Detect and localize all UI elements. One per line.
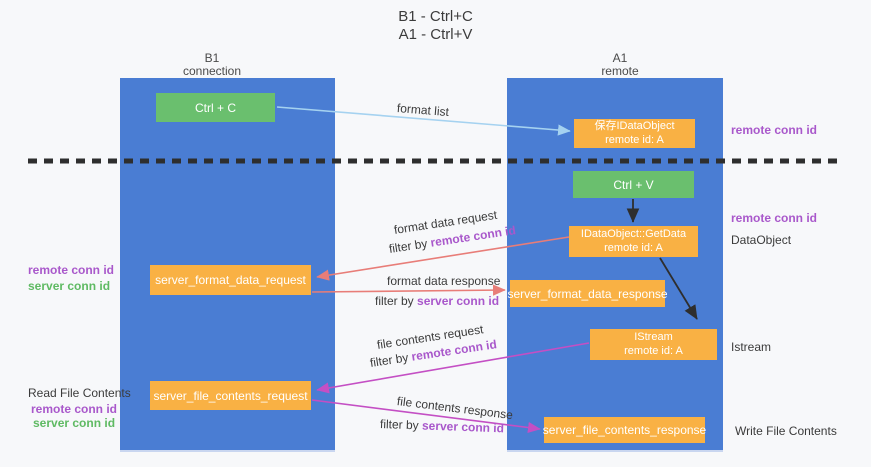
node-save-idataobject: 保存IDataObject remote id: A — [574, 119, 695, 148]
filter-by-text: filter by — [375, 294, 418, 308]
ctrl-c-label: Ctrl + C — [194, 100, 236, 115]
label-istream-side: Istream — [731, 340, 772, 354]
server-conn-id-highlight: server conn id — [421, 418, 505, 436]
label-file-response-filter: filter by server conn id — [380, 417, 504, 435]
node-server-file-contents-response: server_file_contents_response — [542, 417, 707, 443]
server-format-data-request-label: server_format_data_request — [155, 273, 306, 287]
lane-a1-name: A1 — [612, 51, 628, 65]
lane-header-b1: B1 connection — [152, 52, 272, 78]
label-remote-conn-id-mid-right: remote conn id — [731, 211, 818, 225]
label-remote-conn-id-left-2: remote conn id — [31, 402, 118, 416]
label-read-file-contents: Read File Contents — [28, 386, 131, 400]
filter-by-text: filter by — [379, 417, 423, 433]
title-line-2: A1 - Ctrl+V — [398, 26, 473, 43]
lane-b1-name: B1 — [204, 51, 220, 65]
format-data-response-arrow — [311, 284, 506, 296]
label-server-conn-id-left: server conn id — [28, 279, 111, 293]
ctrl-v-label: Ctrl + V — [613, 177, 654, 192]
getdata-line2: remote id: A — [604, 241, 663, 254]
server-format-data-response-label: server_format_data_response — [507, 286, 668, 301]
lane-b1-sub: connection — [182, 64, 242, 78]
label-format-data-response: format data response — [387, 274, 501, 288]
lane-a1-sub: remote — [601, 64, 639, 78]
server-file-contents-request-label: server_file_contents_request — [153, 388, 308, 403]
server-conn-id-highlight: server conn id — [417, 294, 500, 308]
node-ctrl-v: Ctrl + V — [573, 171, 694, 198]
filter-by-text: filter by — [387, 235, 432, 256]
label-dataobject: DataObject — [731, 233, 792, 247]
title-line-1: B1 - Ctrl+C — [398, 8, 473, 25]
istream-line1: IStream — [634, 331, 673, 343]
save-idataobject-line1: 保存IDataObject — [594, 120, 675, 132]
node-server-format-data-request: server_format_data_request — [150, 265, 311, 295]
label-format-response-filter: filter by server conn id — [375, 294, 499, 308]
label-server-conn-id-left-2: server conn id — [33, 416, 116, 430]
node-ctrl-c: Ctrl + C — [156, 93, 275, 122]
node-server-format-data-response: server_format_data_response — [507, 280, 668, 307]
label-format-list: format list — [396, 101, 450, 120]
lane-header-a1: A1 remote — [560, 52, 680, 78]
node-idataobject-getdata: IDataObject::GetData remote id: A — [569, 226, 698, 257]
node-server-file-contents-request: server_file_contents_request — [150, 381, 311, 410]
node-istream: IStream remote id: A — [590, 329, 717, 360]
label-remote-conn-id-left: remote conn id — [28, 263, 115, 277]
label-write-file-contents: Write File Contents — [735, 424, 837, 438]
save-idataobject-line2: remote id: A — [605, 133, 664, 146]
diagram-title: B1 - Ctrl+C A1 - Ctrl+V — [0, 8, 871, 44]
filter-by-text: filter by — [368, 349, 413, 370]
server-file-contents-response-label: server_file_contents_response — [542, 423, 707, 437]
getdata-line1: IDataObject::GetData — [580, 228, 687, 240]
label-remote-conn-id-top-right: remote conn id — [731, 123, 818, 137]
istream-line2: remote id: A — [624, 344, 683, 357]
